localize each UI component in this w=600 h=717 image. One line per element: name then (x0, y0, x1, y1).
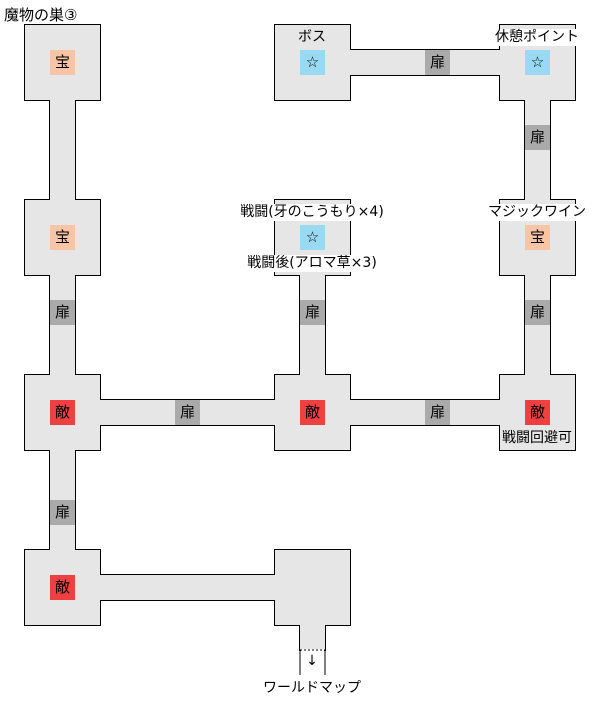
door-marker[interactable]: 扉 (175, 400, 200, 425)
boss-label: ボス (298, 29, 326, 45)
magic-wine-label: マジックワイン (488, 204, 586, 221)
enemy-marker[interactable]: 敵 (50, 575, 75, 600)
door-marker[interactable]: 扉 (300, 300, 325, 325)
enemy-marker[interactable]: 敵 (50, 400, 75, 425)
boss-star-marker[interactable]: ☆ (300, 50, 325, 75)
rest-star-marker[interactable]: ☆ (525, 50, 550, 75)
treasure-marker-magic-wine[interactable]: 宝 (525, 225, 550, 250)
door-marker[interactable]: 扉 (425, 400, 450, 425)
door-marker[interactable]: 扉 (425, 50, 450, 75)
door-marker[interactable]: 扉 (50, 300, 75, 325)
door-marker[interactable]: 扉 (50, 500, 75, 525)
treasure-marker[interactable]: 宝 (50, 50, 75, 75)
floor-segment (300, 275, 325, 375)
floor-segment (275, 550, 350, 625)
treasure-marker[interactable]: 宝 (50, 225, 75, 250)
enemy-marker[interactable]: 敵 (300, 400, 325, 425)
floor-segment (50, 275, 75, 375)
door-marker[interactable]: 扉 (525, 300, 550, 325)
door-marker[interactable]: 扉 (525, 125, 550, 150)
floor-segment (300, 625, 325, 650)
rest-point-label: 休憩ポイント (495, 29, 579, 46)
map-title: 魔物の巣③ (4, 6, 78, 24)
exit-arrow-icon: ↓ (306, 653, 318, 669)
floor-segment (525, 100, 550, 200)
event-star-marker[interactable]: ☆ (300, 225, 325, 250)
floor-segment (100, 575, 275, 600)
floor-segment (50, 100, 75, 200)
avoidable-label: 戦闘回避可 (502, 430, 572, 446)
floor-segment (525, 275, 550, 375)
world-map-exit-label[interactable]: ワールドマップ (263, 680, 361, 697)
after-battle-label: 戦闘後(アロマ草×3) (247, 255, 377, 272)
enemy-marker[interactable]: 敵 (525, 400, 550, 425)
battle-label: 戦闘(牙のこうもり×4) (240, 204, 384, 221)
